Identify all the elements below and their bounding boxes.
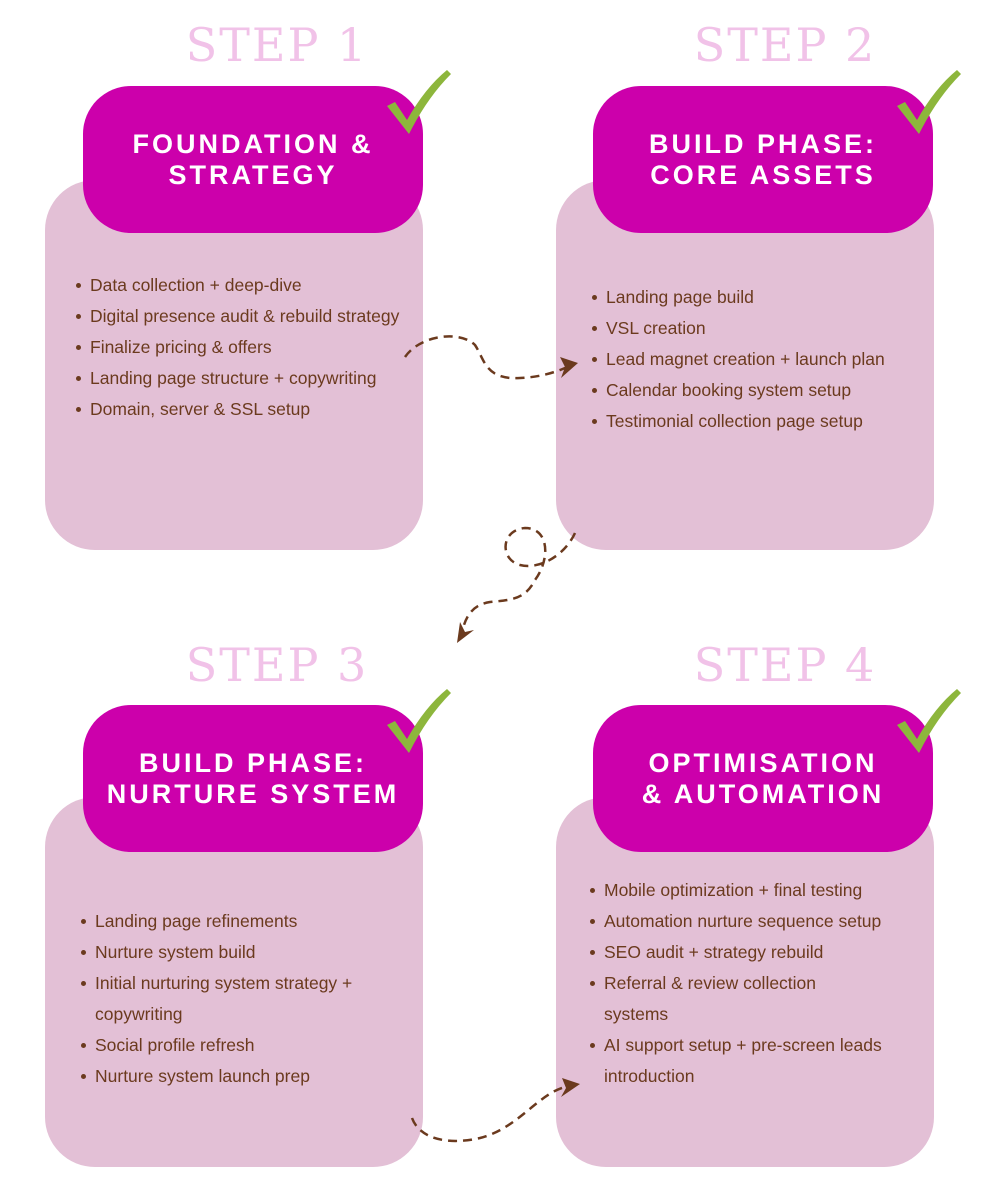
title-line: OPTIMISATION [648,747,878,778]
step-4-title: OPTIMISATION& AUTOMATION [593,705,933,852]
list-item: Digital presence audit & rebuild strateg… [76,301,410,332]
title-line: & AUTOMATION [641,778,885,809]
step-1-label: STEP 1 [185,18,369,72]
step-2-title: BUILD PHASE:CORE ASSETS [593,86,933,233]
checkmark-icon [897,70,961,134]
list-item: Mobile optimization + final testing [590,875,914,906]
step-4-list: Mobile optimization + final testing Auto… [586,875,914,1092]
list-item: Finalize pricing & offers [76,332,410,363]
list-item: Landing page build [592,282,936,313]
title-line: STRATEGY [168,159,338,190]
list-item: Referral & review collection systems [590,968,874,1030]
step-4-card [556,797,934,1167]
list-item: Landing page refinements [81,906,420,937]
list-item: Domain, server & SSL setup [76,394,410,425]
title-line: BUILD PHASE: [138,747,367,778]
title-line: CORE ASSETS [650,159,876,190]
step-3-card [45,797,423,1167]
step-2-label: STEP 2 [693,18,877,72]
step-3-title: BUILD PHASE:NURTURE SYSTEM [83,705,423,852]
step-2-card [556,180,934,550]
list-item: Nurture system launch prep [81,1061,420,1092]
arrow-step2-to-step3 [460,526,577,633]
step-2-list: Landing page build VSL creation Lead mag… [588,282,936,437]
list-item: AI support setup + pre-screen leads intr… [590,1030,914,1092]
list-item: Landing page structure + copywriting [76,363,410,394]
step-4-label: STEP 4 [693,638,877,692]
list-item: Calendar booking system setup [592,375,936,406]
checkmark-icon [387,70,451,134]
step-3-list: Landing page refinements Nurture system … [77,906,420,1092]
list-item: SEO audit + strategy rebuild [590,937,914,968]
list-item: Testimonial collection page setup [592,406,936,437]
list-item: Initial nurturing system strategy + copy… [81,968,420,1030]
arrow-step3-to-step4 [410,1084,571,1143]
arrow-step1-to-step2 [403,335,571,380]
step-1-card [45,180,423,550]
list-item: Data collection + deep-dive [76,270,410,301]
list-item: Automation nurture sequence setup [590,906,914,937]
title-line: FOUNDATION & [132,128,374,159]
title-line: NURTURE SYSTEM [106,778,400,809]
list-item: Nurture system build [81,937,420,968]
title-line: BUILD PHASE: [648,128,877,159]
list-item: Social profile refresh [81,1030,420,1061]
list-item: Lead magnet creation + launch plan [592,344,896,375]
step-1-list: Data collection + deep-dive Digital pres… [72,270,410,425]
list-item: VSL creation [592,313,936,344]
checkmark-icon [387,689,451,753]
checkmark-icon [897,689,961,753]
step-3-label: STEP 3 [185,638,369,692]
step-1-title: FOUNDATION &STRATEGY [83,86,423,233]
